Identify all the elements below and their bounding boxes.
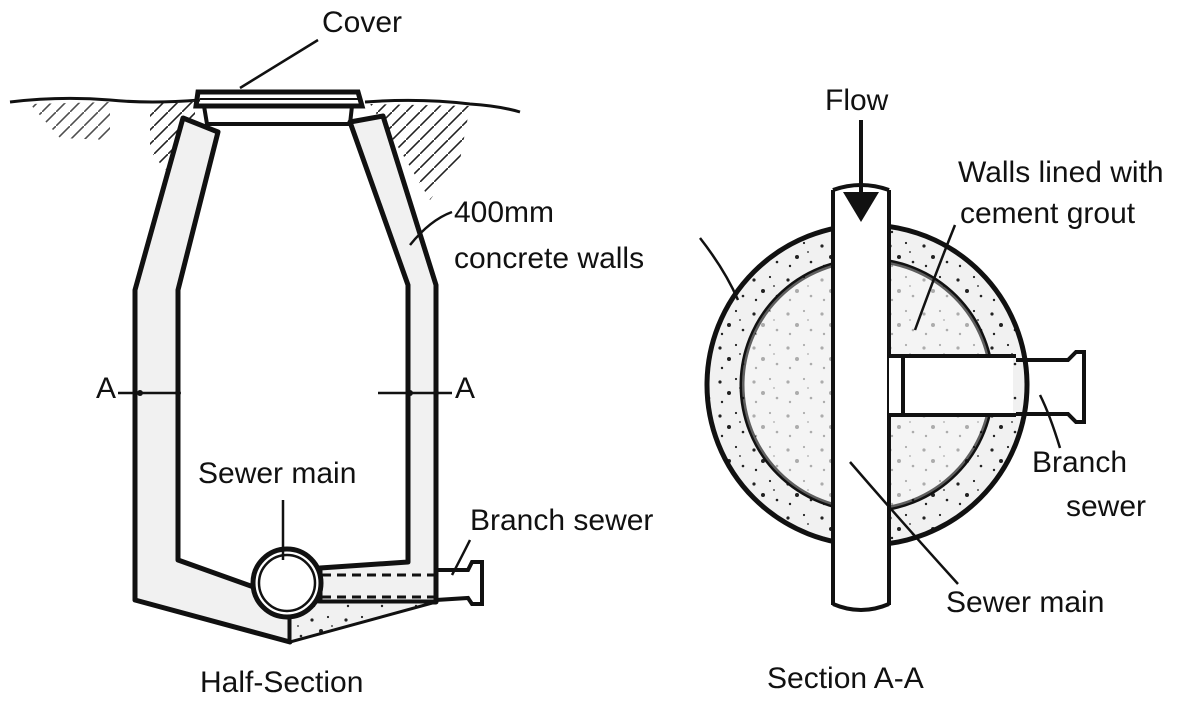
manhole-cover — [193, 89, 366, 126]
sewer-main-pipe — [250, 546, 324, 620]
grout-label-line1: Walls lined with — [958, 156, 1164, 189]
section-cut-line — [118, 390, 452, 396]
section-mark-left: A — [96, 372, 116, 405]
sewer-main-label: Sewer main — [198, 457, 356, 490]
branch-sewer-channel — [889, 350, 1086, 424]
walls-label-line1: 400mm — [454, 196, 554, 229]
branch-label-line1: Branch — [1032, 446, 1127, 479]
sewer-main-channel — [831, 183, 891, 612]
sewer-main-right-label: Sewer main — [946, 586, 1104, 619]
section-aa-caption: Section A-A — [767, 662, 924, 695]
grout-label-line2: cement grout — [960, 197, 1136, 230]
ground-surface — [9, 96, 521, 200]
section-aa-view: Flow Walls lined with cement grout Branc… — [699, 84, 1164, 695]
walls-label-line2: concrete walls — [454, 242, 644, 275]
cover-label: Cover — [322, 6, 402, 39]
flow-arrow — [843, 120, 879, 222]
section-mark-right: A — [455, 372, 475, 405]
right-concrete-wall — [317, 113, 439, 605]
branch-label-line2: sewer — [1066, 490, 1146, 523]
half-section-caption: Half-Section — [200, 666, 363, 699]
half-section-view: Cover 400mm concrete walls A A Sewer mai… — [9, 6, 653, 699]
flow-label: Flow — [825, 84, 889, 117]
branch-sewer-pipe — [322, 560, 484, 606]
branch-sewer-label: Branch sewer — [470, 504, 653, 537]
